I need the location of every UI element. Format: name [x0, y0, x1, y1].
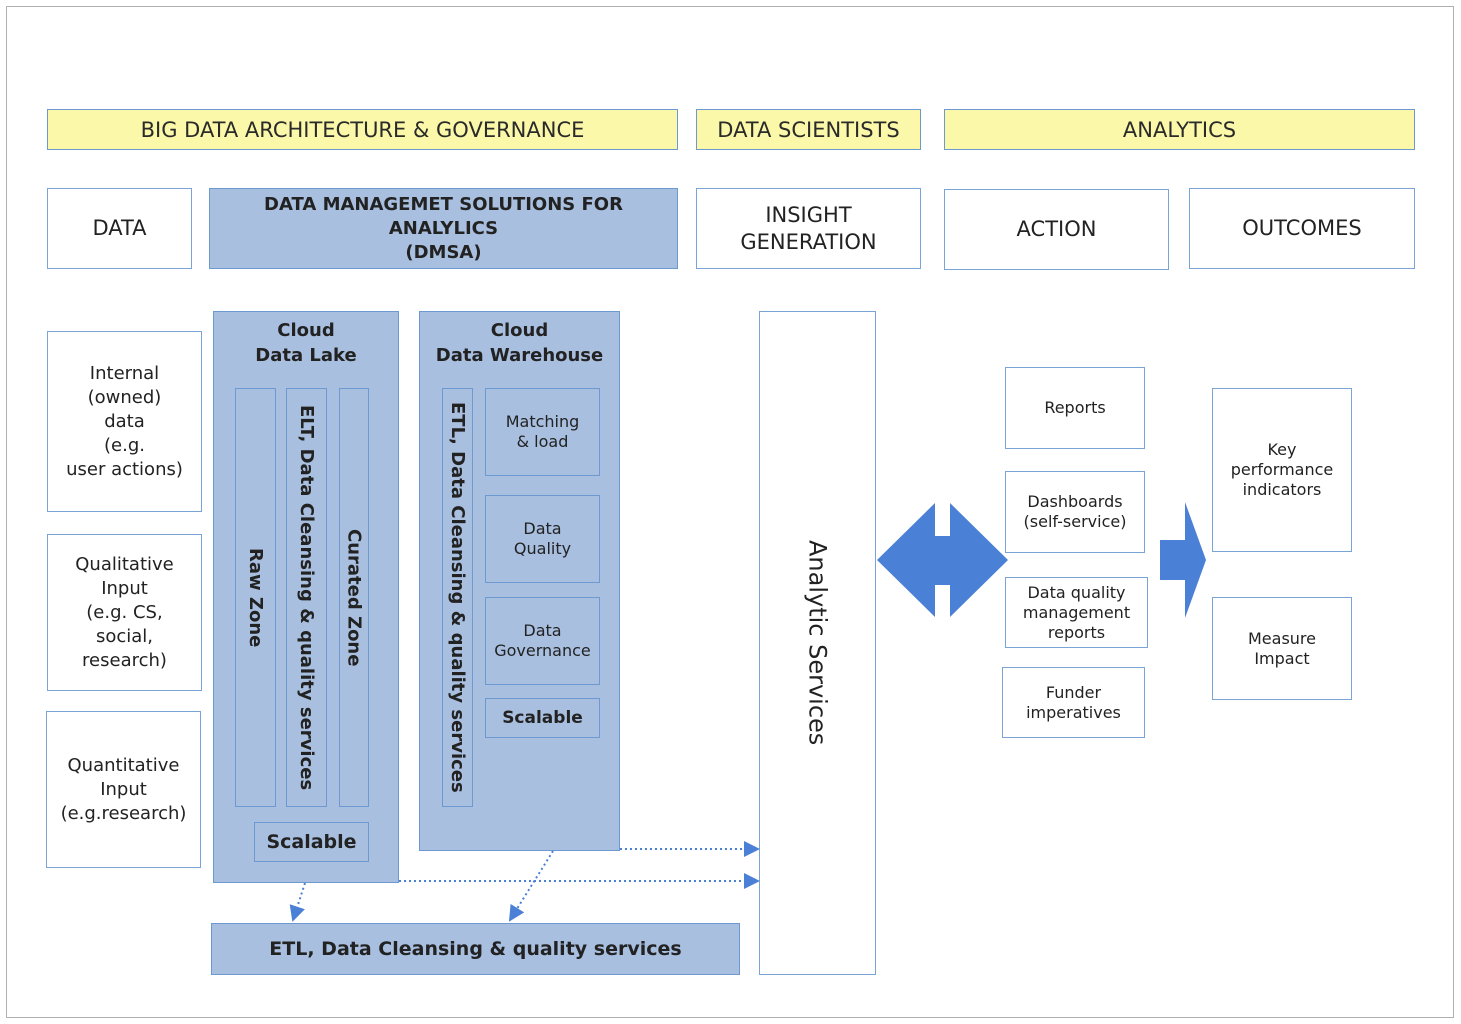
data-warehouse-title: Cloud Data Warehouse [435, 320, 604, 366]
lake-scalable: Scalable [254, 822, 369, 862]
source-qualitative-input: Qualitative Input (e.g. CS, social, rese… [47, 534, 202, 691]
etl-services-bottom: ETL, Data Cleansing & quality services [211, 923, 740, 975]
lake-to-etl-connector [289, 882, 306, 922]
diagram-frame [6, 6, 1454, 1018]
right-arrow-icon [1160, 502, 1206, 618]
header-data-scientists: DATA SCIENTISTS [696, 109, 921, 150]
stage-data: DATA [47, 188, 192, 269]
curated-zone: Curated Zone [339, 388, 369, 807]
data-governance: Data Governance [485, 597, 600, 685]
stage-dmsa: DATA MANAGEMET SOLUTIONS FOR ANALYLICS (… [209, 188, 678, 269]
data-lake-title: Cloud Data Lake [255, 320, 357, 366]
stage-insight-generation: INSIGHT GENERATION [696, 188, 921, 269]
outcome-measure-impact: Measure Impact [1212, 597, 1352, 700]
warehouse-etl-services: ETL, Data Cleansing & quality services [442, 388, 473, 807]
action-reports: Reports [1005, 367, 1145, 449]
action-dashboards: Dashboards (self-service) [1005, 471, 1145, 553]
double-arrow-icon [877, 503, 1008, 617]
stage-action: ACTION [944, 189, 1169, 270]
stage-outcomes: OUTCOMES [1189, 188, 1415, 269]
source-internal-data: Internal (owned) data (e.g. user actions… [47, 331, 202, 512]
source-quantitative-input: Quantitative Input (e.g.research) [46, 711, 201, 868]
outcome-kpi: Key performance indicators [1212, 388, 1352, 552]
matching-and-load: Matching & load [485, 388, 600, 476]
warehouse-to-etl-connector [508, 850, 554, 922]
data-quality: Data Quality [485, 495, 600, 583]
header-architecture: BIG DATA ARCHITECTURE & GOVERNANCE [47, 109, 678, 150]
header-analytics: ANALYTICS [944, 109, 1415, 150]
action-data-quality-reports: Data quality management reports [1005, 577, 1148, 648]
lake-elt-services: ELT, Data Cleansing & quality services [286, 388, 327, 807]
warehouse-scalable: Scalable [485, 698, 600, 738]
analytic-services: Analytic Services [759, 311, 876, 975]
action-funder-imperatives: Funder imperatives [1002, 667, 1145, 738]
raw-zone: Raw Zone [235, 388, 276, 807]
